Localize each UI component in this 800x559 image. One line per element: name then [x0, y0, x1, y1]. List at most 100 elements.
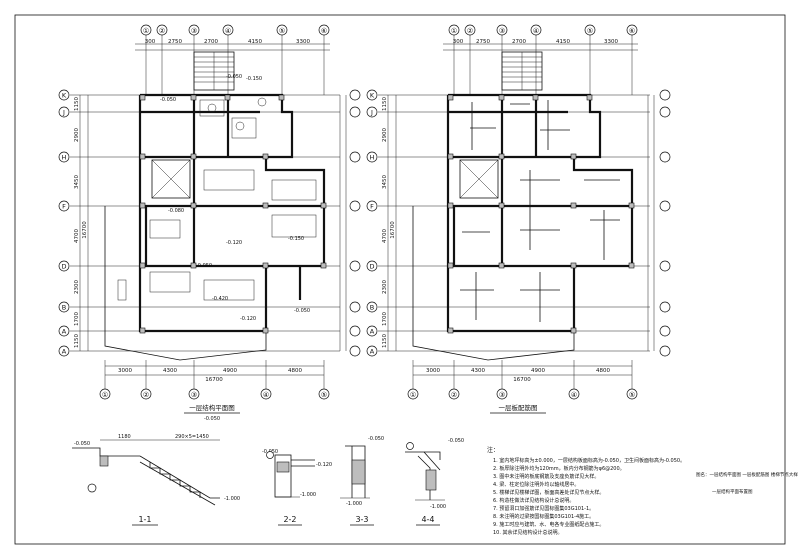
svg-text:3450: 3450 — [382, 175, 388, 189]
svg-text:2900: 2900 — [74, 128, 80, 142]
right-axis-bubbles-left — [339, 89, 361, 357]
note-item: 2. 板厚除注明外均为120mm，板内分布钢筋为φ6@200。 — [493, 465, 625, 472]
svg-text:D: D — [369, 263, 374, 271]
svg-text:A: A — [370, 348, 375, 356]
svg-text:-1.000: -1.000 — [300, 492, 316, 498]
top-axis-bubbles-right: ① ② ③ ④ ⑤ ⑥ — [448, 24, 638, 36]
svg-text:4300: 4300 — [471, 368, 485, 374]
axis-label: ③ — [191, 27, 197, 35]
svg-text:-0.050: -0.050 — [74, 441, 90, 447]
svg-text:3000: 3000 — [118, 368, 132, 374]
left-dimensions-left: 1150 2900 3450 4700 2300 1700 1150 16700 — [74, 97, 88, 348]
left-dimensions-right: 1150 2900 3450 4700 2300 1700 1150 16700 — [382, 97, 396, 348]
svg-text:③: ③ — [499, 27, 505, 35]
svg-text:2300: 2300 — [382, 280, 388, 294]
svg-text:1150: 1150 — [382, 97, 388, 111]
svg-text:①: ① — [102, 391, 108, 399]
dim-text: 300 — [145, 39, 156, 45]
svg-text:②: ② — [467, 27, 473, 35]
note-item: 10. 其余详见结构设计总说明。 — [493, 529, 563, 536]
plan-title-sub: -0.050 — [204, 416, 220, 422]
top-dimensions-right: 300 2750 2700 4150 3300 — [443, 35, 638, 95]
svg-text:①: ① — [451, 27, 457, 35]
svg-text:⑥: ⑥ — [629, 27, 635, 35]
svg-text:2900: 2900 — [382, 128, 388, 142]
plan-title: 一层结构平面图 — [189, 403, 235, 412]
svg-text:-0.050: -0.050 — [448, 438, 464, 444]
svg-text:⑤: ⑤ — [629, 391, 635, 399]
svg-text:4300: 4300 — [163, 368, 177, 374]
note-item: 3. 图中未注明的板底钢筋及支座负筋详见大样。 — [493, 473, 599, 480]
note-item: 1. 室内地坪标高为±0.000，一层结构板面标高为-0.050，卫生间板面标高… — [493, 457, 685, 464]
svg-text:K: K — [370, 92, 375, 100]
svg-text:②: ② — [451, 391, 457, 399]
svg-text:B: B — [370, 304, 374, 312]
svg-text:4700: 4700 — [74, 229, 80, 243]
axis-label: A — [62, 328, 67, 336]
svg-text:⑤: ⑤ — [587, 27, 593, 35]
svg-text:16700: 16700 — [513, 377, 531, 383]
svg-text:H: H — [370, 154, 375, 162]
entry-stair-right — [501, 51, 543, 91]
axis-label: K — [62, 92, 67, 100]
svg-text:1150: 1150 — [382, 334, 388, 348]
svg-text:1700: 1700 — [74, 312, 80, 326]
note-item: 9. 施工时应与建筑、水、电各专业图纸配合施工。 — [493, 521, 604, 528]
svg-text:2750: 2750 — [476, 39, 490, 45]
plan-right: ① ② ③ ④ ⑤ ⑥ 300 2750 2700 4150 3300 — [366, 24, 671, 414]
svg-text:④: ④ — [571, 391, 577, 399]
axis-label: A — [62, 348, 67, 356]
svg-text:2300: 2300 — [74, 280, 80, 294]
svg-text:290×5=1450: 290×5=1450 — [175, 434, 209, 440]
svg-text:-0.050: -0.050 — [226, 74, 242, 80]
axis-label: ⑥ — [321, 27, 327, 35]
svg-text:16700: 16700 — [205, 377, 223, 383]
level-labels-left: -0.050 -0.150 -0.050 -0.080 -0.150 -0.12… — [160, 74, 310, 322]
sheet-border — [14, 14, 786, 545]
svg-text:⑤: ⑤ — [321, 391, 327, 399]
svg-text:④: ④ — [533, 27, 539, 35]
svg-text:-0.120: -0.120 — [316, 462, 332, 468]
left-axis-bubbles-left: K J H F D B A A — [58, 89, 340, 357]
svg-text:-0.120: -0.120 — [240, 316, 256, 322]
dim-text: 4150 — [248, 39, 262, 45]
note-item: 8. 未注明的过梁按国标图集03G101-4施工。 — [493, 513, 594, 520]
plan-title: 一层板配筋图 — [499, 403, 538, 412]
svg-text:-0.050: -0.050 — [294, 308, 310, 314]
axis-label: F — [62, 203, 66, 211]
axis-label: ② — [159, 27, 165, 35]
bottom-axes-left: 3000 4300 4900 4800 16700 ① ② ③ ④ ⑤ — [99, 360, 330, 400]
svg-text:-1.000: -1.000 — [346, 501, 362, 507]
svg-text:③: ③ — [191, 391, 197, 399]
svg-text:4800: 4800 — [288, 368, 302, 374]
note-item: 5. 楼梯详见楼梯详图，板面高差处详见节点大样。 — [493, 489, 604, 496]
svg-text:2700: 2700 — [512, 39, 526, 45]
title-block-line2: 一层结构平面布置图 — [712, 488, 753, 495]
svg-text:-0.120: -0.120 — [226, 240, 242, 246]
axis-label: J — [62, 109, 65, 117]
bottom-axes-right: 3000 4300 4900 4800 16700 ① ② ③ ④ ⑤ — [407, 360, 638, 400]
dim-text: 2750 — [168, 39, 182, 45]
svg-text:4700: 4700 — [382, 229, 388, 243]
svg-text:1150: 1150 — [74, 334, 80, 348]
svg-text:②: ② — [143, 391, 149, 399]
note-item: 6. 构造柱做法详见结构设计总说明。 — [493, 497, 574, 504]
section-4-4: -0.050 -1.000 4-4 — [405, 438, 464, 526]
plan-left: ① ② ③ ④ ⑤ ⑥ 300 2750 2700 4150 3300 — [58, 24, 361, 422]
svg-text:1180: 1180 — [118, 434, 131, 440]
svg-text:F: F — [370, 203, 374, 211]
axis-label: ④ — [225, 27, 231, 35]
right-axis-bubbles-right — [647, 89, 671, 357]
svg-text:-0.050: -0.050 — [368, 436, 384, 442]
svg-text:4900: 4900 — [531, 368, 545, 374]
svg-text:-0.150: -0.150 — [288, 236, 304, 242]
plan-title-left: 一层结构平面图 -0.050 — [184, 403, 240, 422]
svg-text:1700: 1700 — [382, 312, 388, 326]
dim-text: 3300 — [296, 39, 310, 45]
svg-text:16700: 16700 — [390, 221, 396, 239]
axis-label: B — [62, 304, 66, 312]
svg-text:3450: 3450 — [74, 175, 80, 189]
svg-text:④: ④ — [263, 391, 269, 399]
svg-text:①: ① — [410, 391, 416, 399]
